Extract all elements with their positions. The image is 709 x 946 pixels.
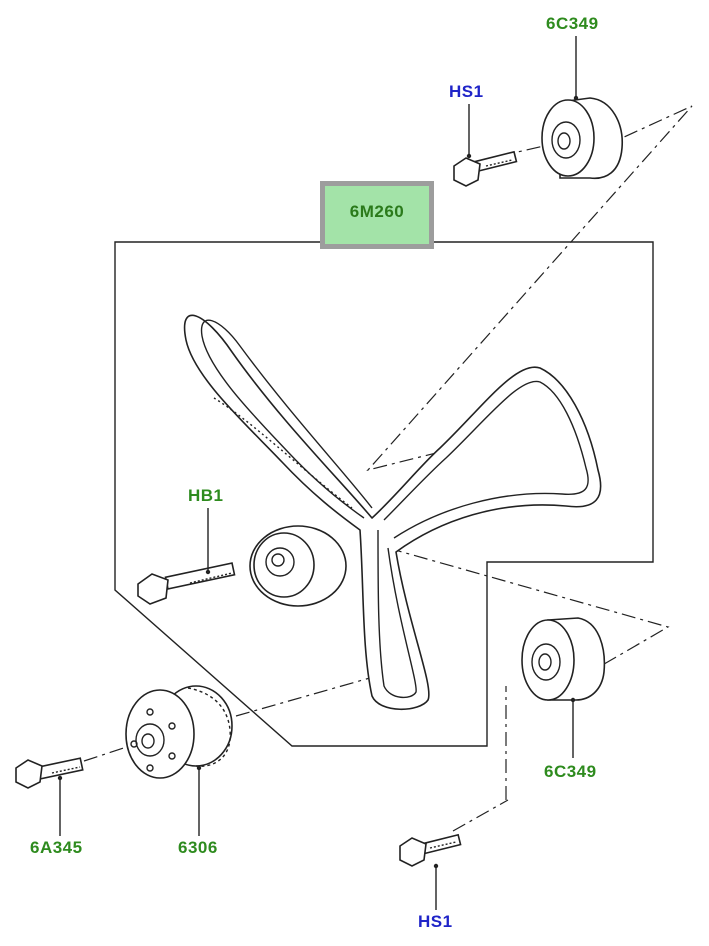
lower-idler-pulley bbox=[521, 617, 606, 701]
kit-outline bbox=[114, 241, 654, 747]
selected-part-label: 6M260 bbox=[349, 202, 405, 221]
callout-bolt-bottom[interactable]: HS1 bbox=[418, 912, 453, 931]
crank-bolt bbox=[15, 757, 84, 789]
callout-crank-sprocket[interactable]: 6306 bbox=[178, 838, 218, 857]
callout-idler-pulley-top[interactable]: 6C349 bbox=[546, 14, 599, 33]
timing-belt bbox=[183, 314, 602, 710]
leader-lines bbox=[57, 36, 579, 910]
upper-idler-pulley bbox=[541, 97, 623, 180]
callout-idler-pulley-bottom[interactable]: 6C349 bbox=[544, 762, 597, 781]
callout-tensioner-bolt[interactable]: HB1 bbox=[188, 486, 224, 505]
selected-part-highlight[interactable]: 6M260 bbox=[320, 181, 434, 249]
callout-bolt-top[interactable]: HS1 bbox=[449, 82, 484, 101]
crankshaft-sprocket bbox=[125, 685, 233, 779]
upper-hs1-bolt bbox=[453, 150, 518, 187]
lower-hs1-bolt bbox=[399, 833, 462, 867]
callout-crank-bolt[interactable]: 6A345 bbox=[30, 838, 83, 857]
tensioner-assembly bbox=[137, 525, 347, 607]
